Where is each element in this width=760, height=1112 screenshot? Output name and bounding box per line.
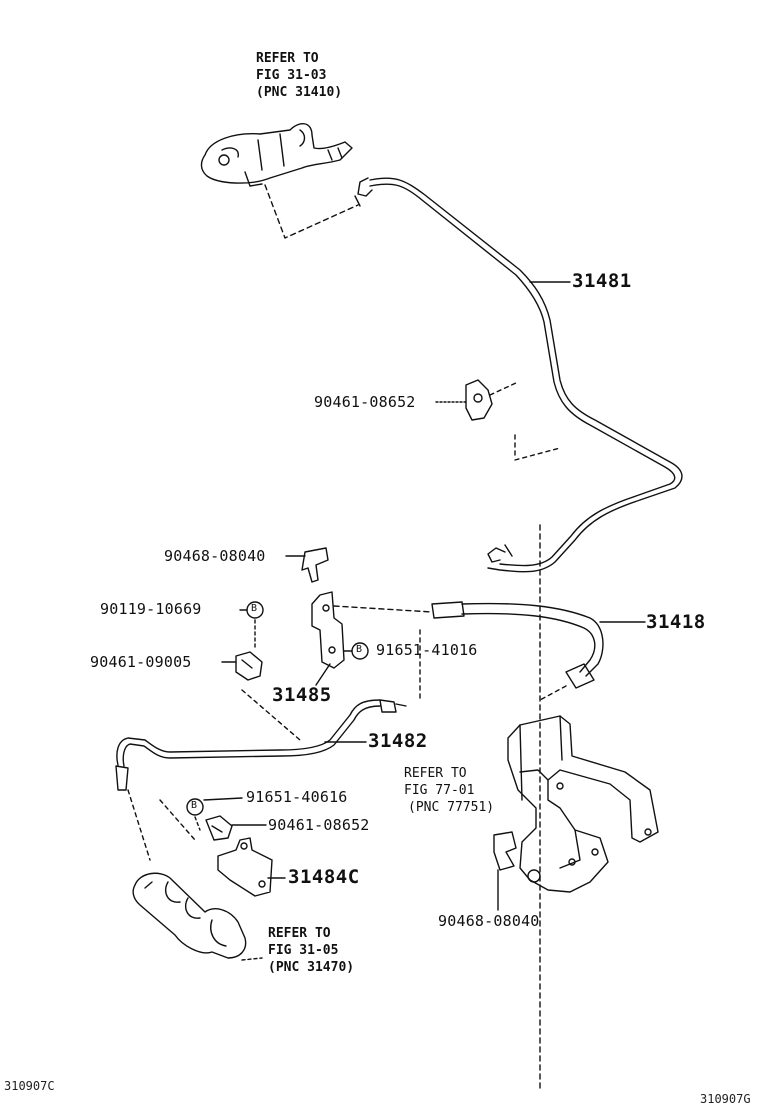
clutch-tube-31481 <box>354 177 683 573</box>
leader-dashed-top <box>264 184 359 239</box>
clutch-release-cylinder <box>132 872 247 959</box>
clip-90468-08040-left <box>301 547 329 583</box>
refer-bottom-line3: (PNC 31470) <box>268 960 355 975</box>
clip-90468-08040-bottom <box>493 831 517 871</box>
refer-top-line3: (PNC 31410) <box>256 85 343 100</box>
refer-right-line2: FIG 77-01 <box>404 783 475 798</box>
refer-top-label: REFER TO FIG 31-03 (PNC 31410) <box>256 50 342 101</box>
clip-90461-08652-top <box>465 379 493 421</box>
refer-top-line1: REFER TO <box>256 51 319 66</box>
flexible-hose-31418 <box>431 601 604 689</box>
part-label-90461-08652-bottom: 90461-08652 <box>268 816 370 834</box>
leader-31485 <box>315 663 331 686</box>
part-label-31481: 31481 <box>572 270 632 292</box>
bracket-31484C <box>217 837 273 897</box>
part-label-90468-08040-left: 90468-08040 <box>164 547 266 565</box>
refer-right-line1: REFER TO <box>404 766 467 781</box>
footer-right-code: 310907G <box>700 1092 751 1106</box>
bolt-marker-letter: B <box>191 800 198 811</box>
part-label-31484C: 31484C <box>288 866 360 888</box>
dashed-clip-top <box>489 381 561 461</box>
bolt-marker-letter: B <box>251 603 258 614</box>
bolt-marker-letter: B <box>356 644 363 655</box>
part-label-91651-41016: 91651-41016 <box>376 641 478 659</box>
footer-left-code: 310907C <box>4 1079 55 1093</box>
part-label-90461-09005: 90461-09005 <box>90 653 192 671</box>
clutch-master-cylinder <box>200 123 353 187</box>
part-label-91651-40616: 91651-40616 <box>246 788 348 806</box>
clutch-tube-31482 <box>115 699 407 791</box>
bolt-marker-91651-40616 <box>186 798 204 816</box>
refer-bottom-line2: FIG 31-05 <box>268 943 339 958</box>
part-label-31418: 31418 <box>646 611 706 633</box>
part-label-90461-08652-top: 90461-08652 <box>314 393 416 411</box>
refer-top-line2: FIG 31-03 <box>256 68 327 83</box>
refer-right-label: REFER TO FIG 77-01 (PNC 77751) <box>404 765 494 816</box>
pedal-bracket-assembly <box>507 715 659 893</box>
dashed-hose-to-bracket <box>539 685 567 701</box>
dashed-31482-left <box>127 689 301 861</box>
refer-right-line3: (PNC 77751) <box>408 800 495 815</box>
dashed-31485-to-hose <box>333 605 433 613</box>
refer-bottom-label: REFER TO FIG 31-05 (PNC 31470) <box>268 925 354 976</box>
clip-90461-08652-bottom <box>205 815 233 841</box>
bracket-31485 <box>311 591 345 669</box>
refer-bottom-line1: REFER TO <box>268 926 331 941</box>
part-label-90468-08040-bottom: 90468-08040 <box>438 912 540 930</box>
dashed-release-cyl <box>241 957 263 961</box>
part-label-31482: 31482 <box>368 730 428 752</box>
part-label-31485: 31485 <box>272 684 332 706</box>
part-label-90119-10669: 90119-10669 <box>100 600 202 618</box>
dashed-bolt-91651-40616 <box>194 816 201 831</box>
leader-91651-40616 <box>203 797 243 801</box>
clip-90461-09005 <box>235 651 263 681</box>
